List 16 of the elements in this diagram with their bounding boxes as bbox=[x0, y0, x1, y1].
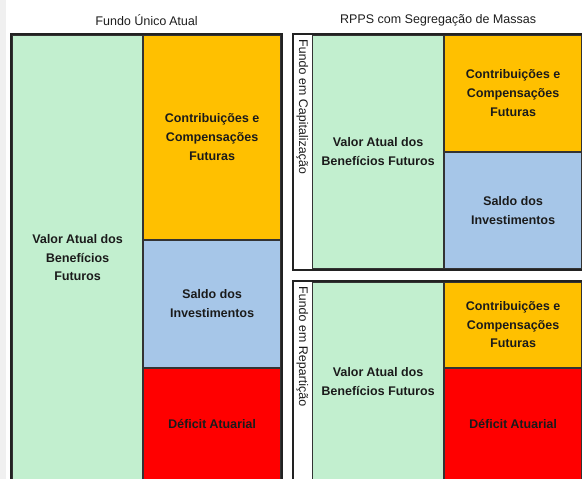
fund-panel bbox=[292, 33, 582, 271]
balance-block: Valor Atual dos Benefícios Futuros bbox=[312, 282, 444, 479]
section-heading: RPPS com Segregação de Massas bbox=[339, 12, 537, 26]
balance-block: Saldo dos Investimentos bbox=[143, 240, 281, 368]
deficit-block: Déficit Atuarial bbox=[143, 368, 281, 479]
balance-block: Valor Atual dos Benefícios Futuros bbox=[312, 35, 444, 269]
balance-block: Valor Atual dos Benefícios Futuros bbox=[12, 35, 143, 479]
deficit-block: Déficit Atuarial bbox=[444, 368, 582, 479]
panel-heading: Fundo em Capitalização bbox=[295, 38, 311, 176]
panel-heading: Fundo Único Atual bbox=[94, 14, 199, 28]
balance-block: Saldo dos Investimentos bbox=[444, 152, 582, 269]
balance-block: Contribuições e Compensações Futuras bbox=[143, 35, 281, 240]
panel-heading: Fundo em Repartição bbox=[295, 285, 311, 408]
balance-block: Contribuições e Compensações Futuras bbox=[444, 35, 582, 152]
balance-block: Contribuições e Compensações Futuras bbox=[444, 282, 582, 368]
fund-panel bbox=[292, 280, 582, 479]
